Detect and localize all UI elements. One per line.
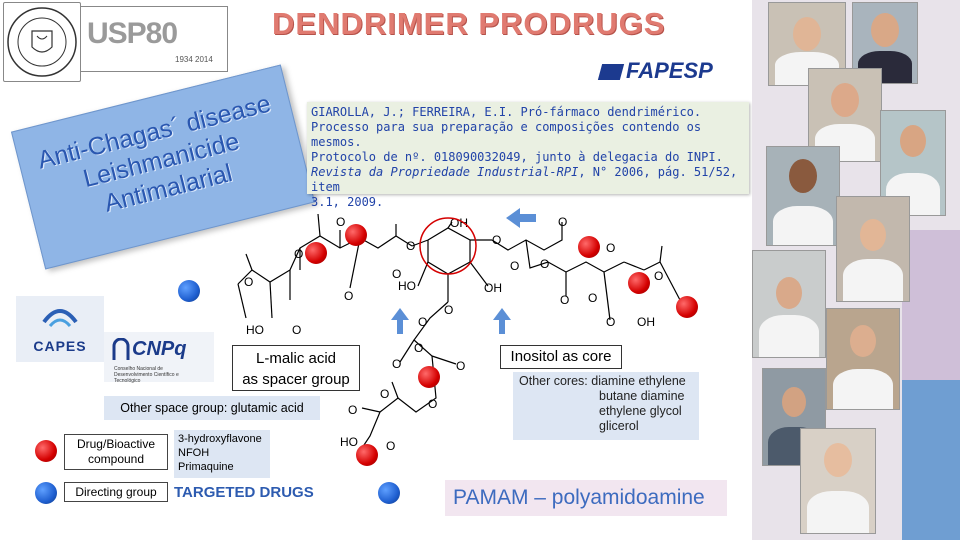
mol-label: O <box>336 215 345 229</box>
team-photo-4 <box>880 110 946 216</box>
team-photo-10 <box>800 428 876 534</box>
mol-label: O <box>392 267 401 281</box>
up-arrow-icon <box>391 308 409 334</box>
page-title: DENDRIMER PRODRUGS <box>272 6 666 41</box>
usp-logo: USP80 1934 2014 <box>80 6 228 72</box>
directing-dot <box>378 482 400 504</box>
patent-line-1: GIAROLLA, J.; FERREIRA, E.I. Pró-fármaco… <box>311 105 702 119</box>
patent-citation: GIAROLLA, J.; FERREIRA, E.I. Pró-fármaco… <box>307 102 749 209</box>
mol-label: O <box>380 387 389 401</box>
mol-label: OH <box>450 216 468 230</box>
mol-label: O <box>492 233 501 247</box>
mol-label: O <box>558 215 567 229</box>
pamam-label: PAMAM – polyamidoamine <box>445 480 727 516</box>
up-arrow-icon <box>493 308 511 334</box>
mol-label: O <box>560 293 569 307</box>
usp-logo-text: USP80 <box>87 17 178 50</box>
directing-legend-label: Directing group <box>64 482 168 502</box>
mol-label: O <box>406 239 415 253</box>
patent-line-3: Protocolo de nº. 018090032049, junto à d… <box>311 150 723 164</box>
inositol-core-label: Inositol as core <box>500 345 622 369</box>
malic-line-1: L-malic acid <box>255 350 337 367</box>
directing-dot <box>178 280 200 302</box>
patent-line-2: Processo para sua preparação e composiçõ… <box>311 120 702 149</box>
drug-dot <box>305 242 327 264</box>
mol-label: O <box>414 341 423 355</box>
inositol-core-highlight <box>419 217 477 275</box>
team-photo-5 <box>766 146 840 246</box>
mol-label: HO <box>340 435 358 449</box>
fapesp-logo: FAPESP <box>597 58 713 84</box>
targeted-drugs-label: TARGETED DRUGS <box>174 484 314 501</box>
team-photo-6 <box>836 196 910 302</box>
mol-label: O <box>606 241 615 255</box>
patent-line-4: Revista da Propriedade Industrial-RPI, N… <box>311 165 745 195</box>
drug-dot <box>418 366 440 388</box>
mol-label: O <box>418 315 427 329</box>
drug-dot <box>676 296 698 318</box>
other-cores-line: glicerol <box>599 419 639 433</box>
patent-line-4-rest: , N° 2006, pág. 51/52, item <box>311 165 738 194</box>
mol-label: HO <box>398 279 416 293</box>
dendrimer-structure-diagram: OH HO OH OH HO HO O O O O O O O O O O O … <box>237 208 681 453</box>
drug-dot <box>628 272 650 294</box>
fapesp-flag-icon <box>597 64 625 81</box>
team-photo-7 <box>752 250 826 358</box>
faculty-seal-logo <box>3 2 81 82</box>
team-photo-8 <box>826 308 900 410</box>
malic-line-2: as spacer group <box>242 371 350 388</box>
drug-legend-dot <box>35 440 57 462</box>
other-cores-box: Other cores: diamine ethylene butane dia… <box>513 372 699 440</box>
fapesp-logo-text: FAPESP <box>626 58 713 83</box>
other-cores-line: ethylene glycol <box>599 404 682 418</box>
drug-example: Primaquine <box>178 461 234 473</box>
mol-label: O <box>392 357 401 371</box>
drug-dot <box>356 444 378 466</box>
capes-emblem-icon <box>42 309 78 328</box>
usp-logo-years: 1934 2014 <box>175 55 213 64</box>
malic-acid-label: L-malic acid as spacer group <box>232 345 360 391</box>
mol-label: O <box>244 275 253 289</box>
mol-label: O <box>344 289 353 303</box>
cnpq-logo-subtitle: Conselho Nacional de Desenvolvimento Cie… <box>114 366 179 384</box>
mol-label: O <box>510 259 519 273</box>
mol-label: O <box>444 303 453 317</box>
mol-label: O <box>654 269 663 283</box>
directing-legend-dot <box>35 482 57 504</box>
capes-logo-text: CAPES <box>33 338 87 354</box>
mol-label: O <box>588 291 597 305</box>
cnpq-emblem-icon <box>112 338 130 360</box>
cnpq-logo: CNPq Conselho Nacional de Desenvolviment… <box>104 332 214 384</box>
mol-label: O <box>292 323 301 337</box>
patent-journal: Revista da Propriedade Industrial-RPI <box>311 165 579 179</box>
other-cores-line: Other cores: diamine ethylene <box>519 374 686 388</box>
drug-example: NFOH <box>178 447 210 459</box>
other-space-group: Other space group: glutamic acid <box>104 396 320 420</box>
cnpq-logo-text: CNPq <box>132 338 187 360</box>
photo-collage <box>752 0 960 540</box>
mol-label: O <box>386 439 395 453</box>
mol-label: OH <box>637 315 655 329</box>
mol-label: O <box>456 359 465 373</box>
drug-dot <box>345 224 367 246</box>
mol-label: OH <box>484 281 502 295</box>
drug-example: 3-hydroxyflavone <box>178 433 262 445</box>
mol-label: O <box>606 315 615 329</box>
mol-label: O <box>540 257 549 271</box>
patent-line-5: 3.1, 2009. <box>311 195 384 209</box>
drug-legend-label: Drug/Bioactive compound <box>64 434 168 470</box>
drug-dot <box>578 236 600 258</box>
capes-logo: CAPES <box>16 296 104 362</box>
left-arrow-icon <box>506 208 536 228</box>
other-cores-line: butane diamine <box>599 389 685 403</box>
mol-label: O <box>348 403 357 417</box>
bacteria-image <box>902 380 960 540</box>
mol-label: HO <box>246 323 264 337</box>
mol-label: O <box>428 397 437 411</box>
drug-examples: 3-hydroxyflavone NFOH Primaquine <box>174 430 270 478</box>
mol-label: O <box>294 247 303 261</box>
